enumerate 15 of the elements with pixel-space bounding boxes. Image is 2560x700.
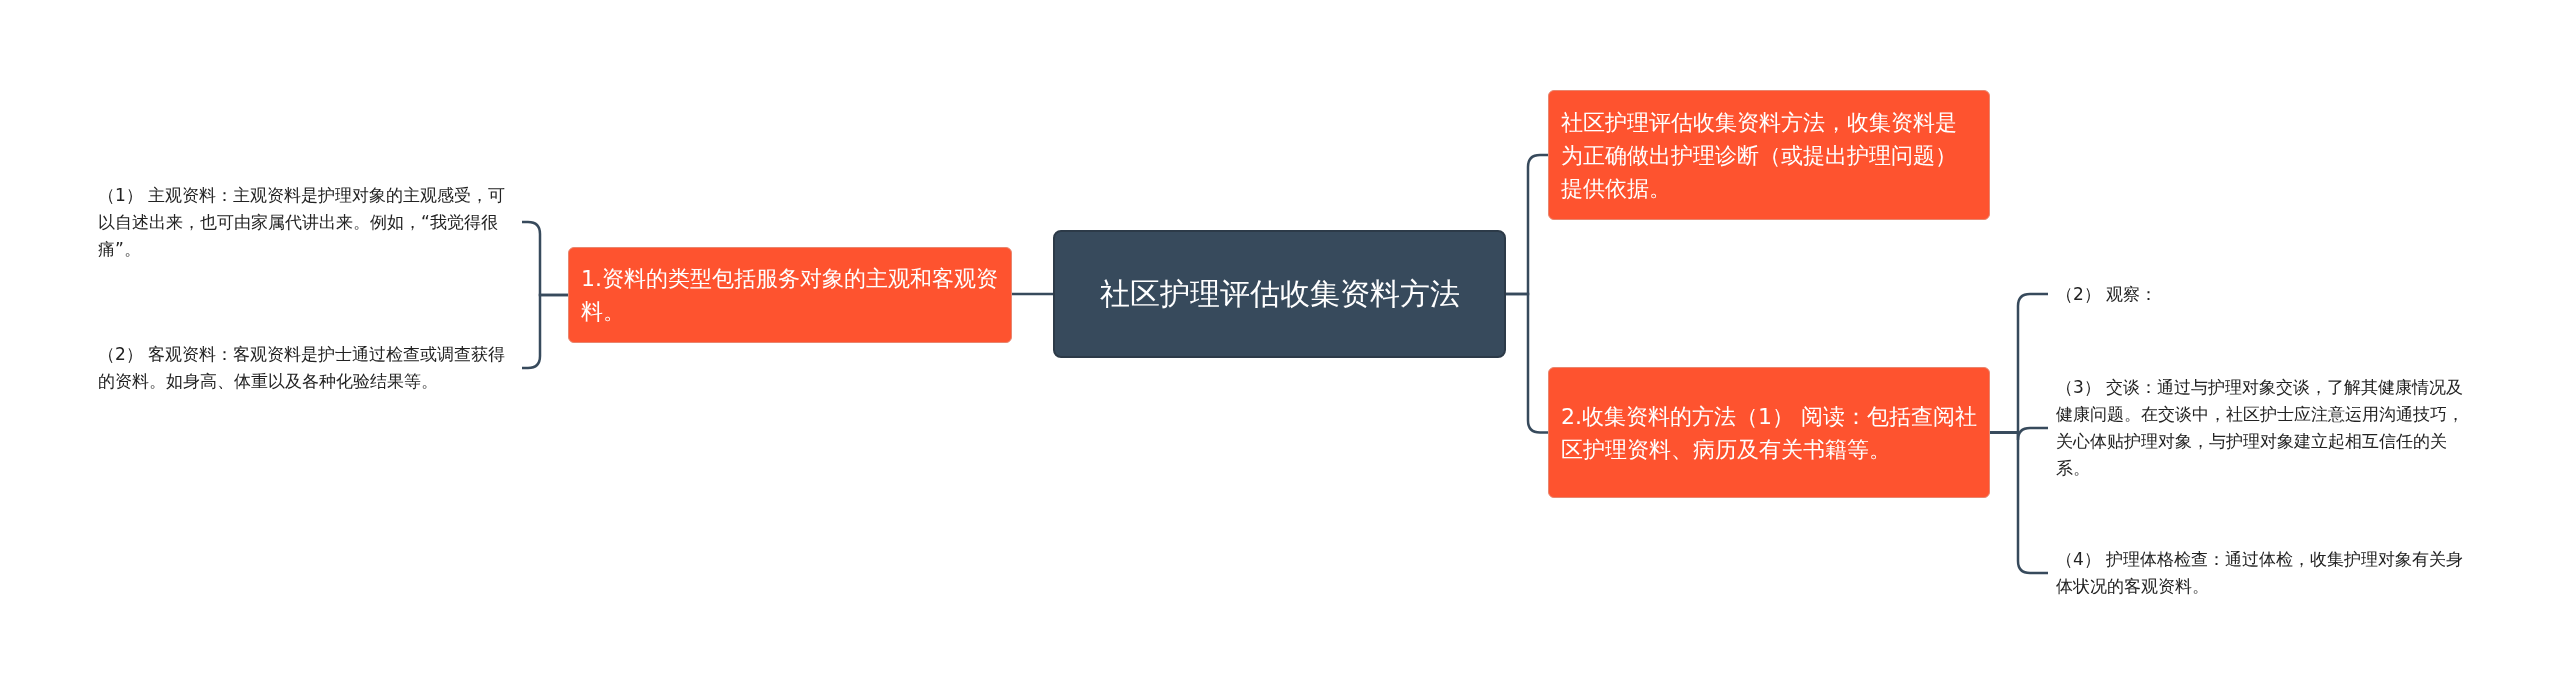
topic-text: 1.资料的类型包括服务对象的主观和客观资料。 [581, 265, 999, 326]
leaf-topic-text: （2） 观察： [2056, 282, 2158, 306]
topic-text: 社区护理评估收集资料方法 [1099, 275, 1460, 313]
topic-text: 2.收集资料的方法（1） 阅读：包括查阅社区护理资料、病历及有关书籍等。 [1561, 402, 1977, 464]
connector-line [1012, 292, 1053, 296]
central-topic-box [1053, 230, 1506, 358]
leaf-topic-text: （4） 护理体格检查：通过体检，收集护理对象有关身体状况的客观资料。 [2056, 548, 2465, 598]
leaf-topic-text: （3） 交谈：通过与护理对象交谈，了解其健康情况及健康问题。在交谈中，社区护士应注意运用沟通技巧，关心体贴护理对象，与护理对象建立起相互信任的关系。 [2056, 376, 2465, 480]
branch-topic-box [568, 247, 1012, 343]
topic-text: 社区护理评估收集资料方法，收集资料是为正确做出护理诊断（或提出护理问题）提供依据。 [1561, 108, 1958, 203]
leaf-topic-text: （2） 客观资料：客观资料是护士通过检查或调查获得的资料。如身高、体重以及各种化验结果等。 [98, 343, 507, 393]
branch-topic-box [1548, 367, 1990, 498]
branch-topic-box [1548, 90, 1990, 220]
leaf-topic-text: （1） 主观资料：主观资料是护理对象的主观感受，可以自述出来，也可由家属代讲出来。例如，“我觉得很痛”。 [98, 183, 507, 261]
connector-line [1506, 292, 1548, 434]
